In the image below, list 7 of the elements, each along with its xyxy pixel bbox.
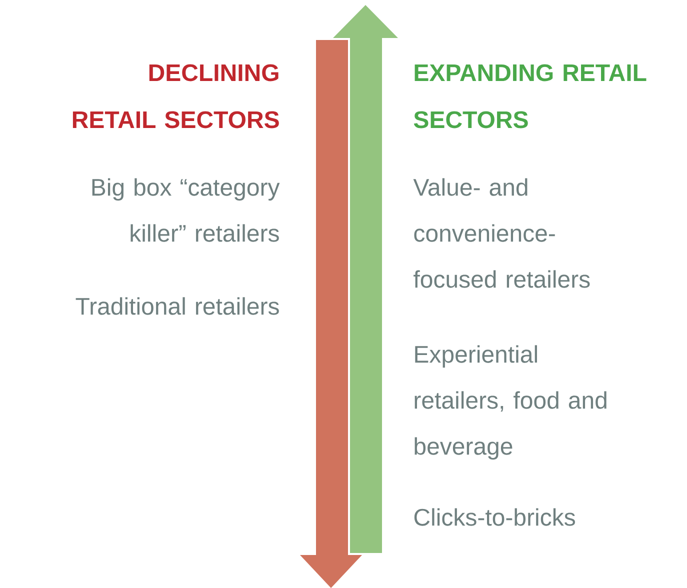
section-heading: DECLINING RETAIL SECTORS xyxy=(72,64,279,128)
list-item: Traditional retailers xyxy=(76,297,279,315)
list-item: Clicks-to-bricks xyxy=(414,508,575,526)
list-item: Value- and convenience-focused retailers xyxy=(413,178,590,288)
list-item: Experiential retailers, food and beverage xyxy=(414,345,606,460)
list-item: Big box “category killer” retailers xyxy=(92,178,280,242)
section-heading: EXPANDING RETAIL SECTORS xyxy=(414,64,646,128)
